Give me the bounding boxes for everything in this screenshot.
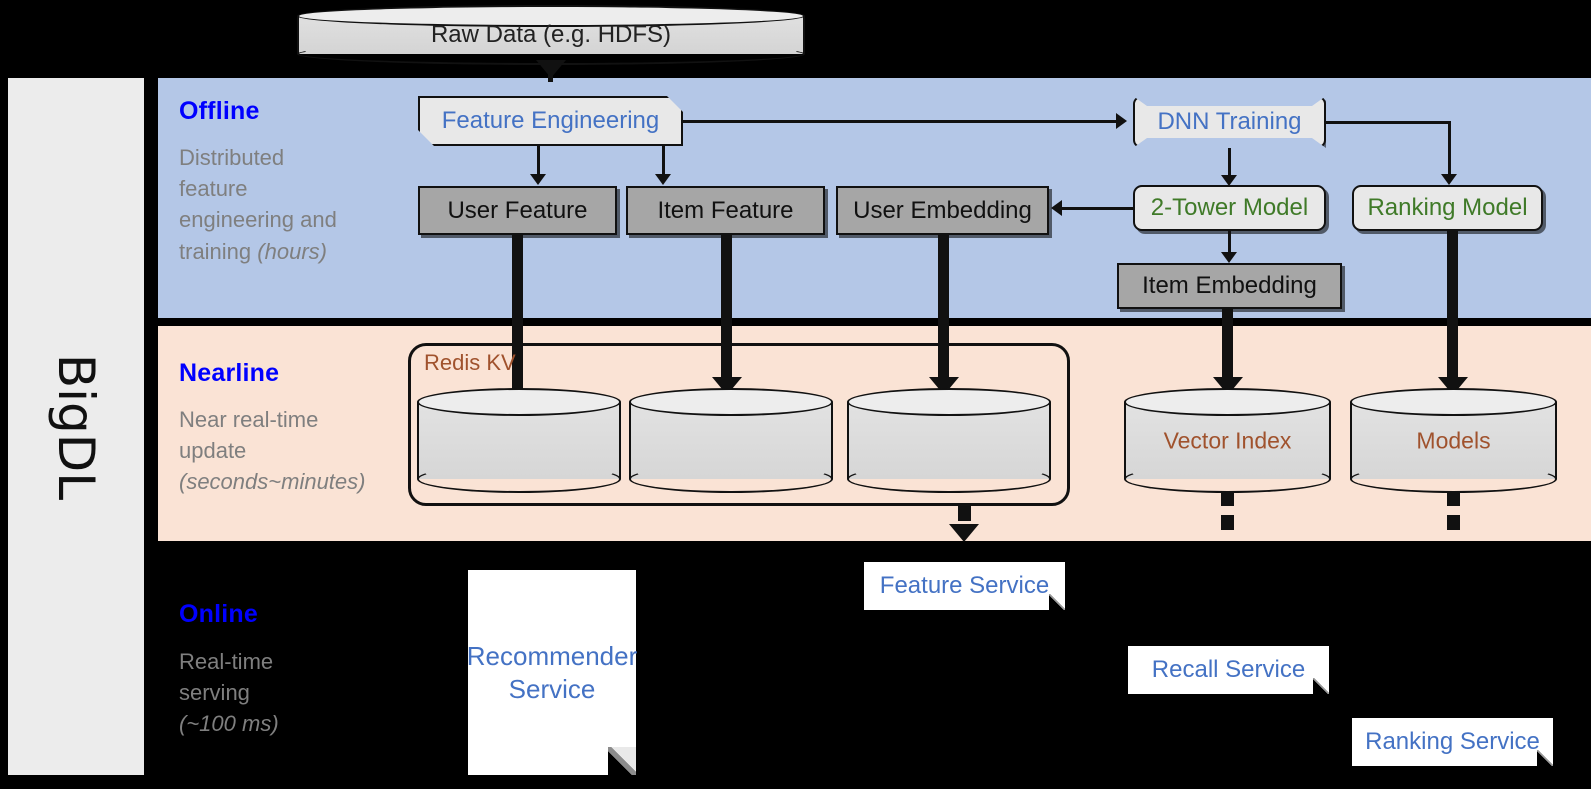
card-recall-service[interactable]: Recall Service xyxy=(1128,646,1329,694)
arrow-twotower-to-itememb-line xyxy=(1228,231,1231,258)
dnn-training-label: DNN Training xyxy=(1157,108,1302,136)
store-cylinder-vector-index[interactable]: Vector Index xyxy=(1124,388,1331,493)
pipe-itemembedding-to-vectorindex xyxy=(1222,309,1233,387)
arrow-twotower-to-userembedding-line xyxy=(1062,207,1133,210)
node-feature-engineering[interactable]: Feature Engineering xyxy=(418,96,683,146)
cylinder-bottom xyxy=(1350,465,1557,493)
models-label: Models xyxy=(1416,427,1491,453)
store-cylinder-item-feature[interactable] xyxy=(629,388,833,493)
node-ranking-model[interactable]: Ranking Model xyxy=(1352,185,1543,231)
feature-engineering-label: Feature Engineering xyxy=(441,107,660,135)
cylinder-bottom xyxy=(629,465,833,493)
offline-sub-l3: engineering and xyxy=(179,207,337,233)
pipe-userfeature-to-store1 xyxy=(512,235,523,400)
cylinder-top xyxy=(1350,388,1557,416)
raw-data-label: Raw Data (e.g. HDFS) xyxy=(430,21,672,48)
card-recommender-service[interactable]: Recommender Service xyxy=(467,570,638,775)
cylinder-top xyxy=(417,388,621,416)
recommender-service-label: Recommender Service xyxy=(467,640,638,705)
page-fold-icon xyxy=(608,747,636,775)
cylinder-top xyxy=(1124,388,1331,416)
cylinder-bottom xyxy=(847,465,1051,493)
dash-models-1 xyxy=(1447,491,1460,506)
item-embedding-label: Item Embedding xyxy=(1142,272,1317,300)
node-user-feature[interactable]: User Feature xyxy=(418,186,617,235)
ranking-service-label: Ranking Service xyxy=(1365,728,1540,755)
redis-kv-label: Redis KV xyxy=(424,350,516,375)
nearline-latency: (seconds~minutes) xyxy=(179,469,366,495)
offline-layer-subtitle: Distributed feature engineering and trai… xyxy=(179,142,394,267)
arrow-dnn-to-twotower-line xyxy=(1228,148,1231,180)
node-user-embedding[interactable]: User Embedding xyxy=(836,186,1049,235)
nearline-layer-subtitle: Near real-time update (seconds~minutes) xyxy=(179,404,409,498)
page-fold-icon xyxy=(1049,594,1065,610)
dash-models-2 xyxy=(1447,515,1460,530)
bigdl-label: BigDL xyxy=(47,353,106,500)
user-embedding-label: User Embedding xyxy=(853,196,1032,224)
item-feature-label: Item Feature xyxy=(657,196,794,224)
dash-vectorindex-2 xyxy=(1221,515,1234,530)
store-cylinder-models[interactable]: Models xyxy=(1350,388,1557,493)
store-cylinder-user-feature[interactable] xyxy=(417,388,621,493)
arrow-rawdata-to-fe-head xyxy=(536,60,566,78)
arrow-twotower-to-itememb-head xyxy=(1221,252,1237,263)
arrow-twotower-to-userembedding-head xyxy=(1051,200,1062,216)
online-latency: (~100 ms) xyxy=(179,711,279,737)
nearline-layer-title: Nearline xyxy=(179,359,280,387)
dash-redis-to-featureservice-head xyxy=(949,524,979,542)
pipe-itemfeature-to-store2 xyxy=(721,235,732,387)
cylinder-top xyxy=(297,5,805,27)
arrow-fe-to-userfeature-line xyxy=(537,146,540,175)
ranking-model-label: Ranking Model xyxy=(1367,194,1528,222)
node-2-tower-model[interactable]: 2-Tower Model xyxy=(1133,185,1326,231)
recommender-service-l2: Service xyxy=(508,673,596,704)
store-cylinder-user-embedding[interactable] xyxy=(847,388,1051,493)
arrow-dnn-to-twotower-head xyxy=(1221,175,1237,186)
offline-sub-l1: Distributed xyxy=(179,145,285,170)
arrow-fe-to-itemfeature-line xyxy=(662,146,665,175)
cylinder-bottom xyxy=(417,465,621,493)
offline-sub-l4: training xyxy=(179,238,258,264)
two-tower-model-label: 2-Tower Model xyxy=(1150,194,1309,222)
card-ranking-service[interactable]: Ranking Service xyxy=(1352,718,1553,766)
recall-service-label: Recall Service xyxy=(1151,656,1306,683)
arrow-fe-to-dnn-line xyxy=(683,120,1116,123)
pipe-rankingmodel-to-models xyxy=(1447,231,1458,387)
redis-kv-container xyxy=(408,343,1070,506)
online-sub-l1: Real-time xyxy=(179,649,274,674)
arrow-dnn-to-ranking-h xyxy=(1326,121,1450,124)
arrow-fe-to-itemfeature-head xyxy=(655,174,671,185)
arrow-fe-to-userfeature-head xyxy=(530,174,546,185)
card-feature-service[interactable]: Feature Service xyxy=(864,562,1065,610)
cylinder-top xyxy=(847,388,1051,416)
arrow-dnn-to-ranking-v xyxy=(1448,121,1451,179)
nearline-sub-l2: update xyxy=(179,438,247,464)
cylinder-top xyxy=(629,388,833,416)
cylinder-bottom xyxy=(1124,465,1331,493)
user-feature-label: User Feature xyxy=(447,196,588,224)
feature-service-label: Feature Service xyxy=(879,572,1050,599)
node-item-embedding[interactable]: Item Embedding xyxy=(1117,263,1342,309)
dash-vectorindex-1 xyxy=(1221,491,1234,506)
online-layer-title: Online xyxy=(179,600,258,628)
dash-redis-to-featureservice-1 xyxy=(958,506,971,521)
node-item-feature[interactable]: Item Feature xyxy=(626,186,825,235)
arrow-dnn-to-ranking-head xyxy=(1441,174,1457,185)
recommender-service-l1: Recommender xyxy=(466,641,638,671)
online-layer-subtitle: Real-time serving (~100 ms) xyxy=(179,646,419,740)
nearline-sub-l1: Near real-time xyxy=(179,407,319,432)
pipe-userembedding-to-store3 xyxy=(938,235,949,387)
vector-index-label: Vector Index xyxy=(1163,427,1292,453)
offline-latency: (hours) xyxy=(257,238,327,264)
page-fold-icon xyxy=(1537,750,1553,766)
bigdl-platform-rail: BigDL xyxy=(8,78,144,775)
page-fold-icon xyxy=(1313,678,1329,694)
offline-layer-title: Offline xyxy=(179,97,260,125)
online-sub-l2: serving xyxy=(179,680,250,706)
offline-sub-l2: feature xyxy=(179,176,248,202)
arrow-fe-to-dnn-head xyxy=(1116,113,1127,129)
raw-data-cylinder: Raw Data (e.g. HDFS) xyxy=(297,5,805,65)
